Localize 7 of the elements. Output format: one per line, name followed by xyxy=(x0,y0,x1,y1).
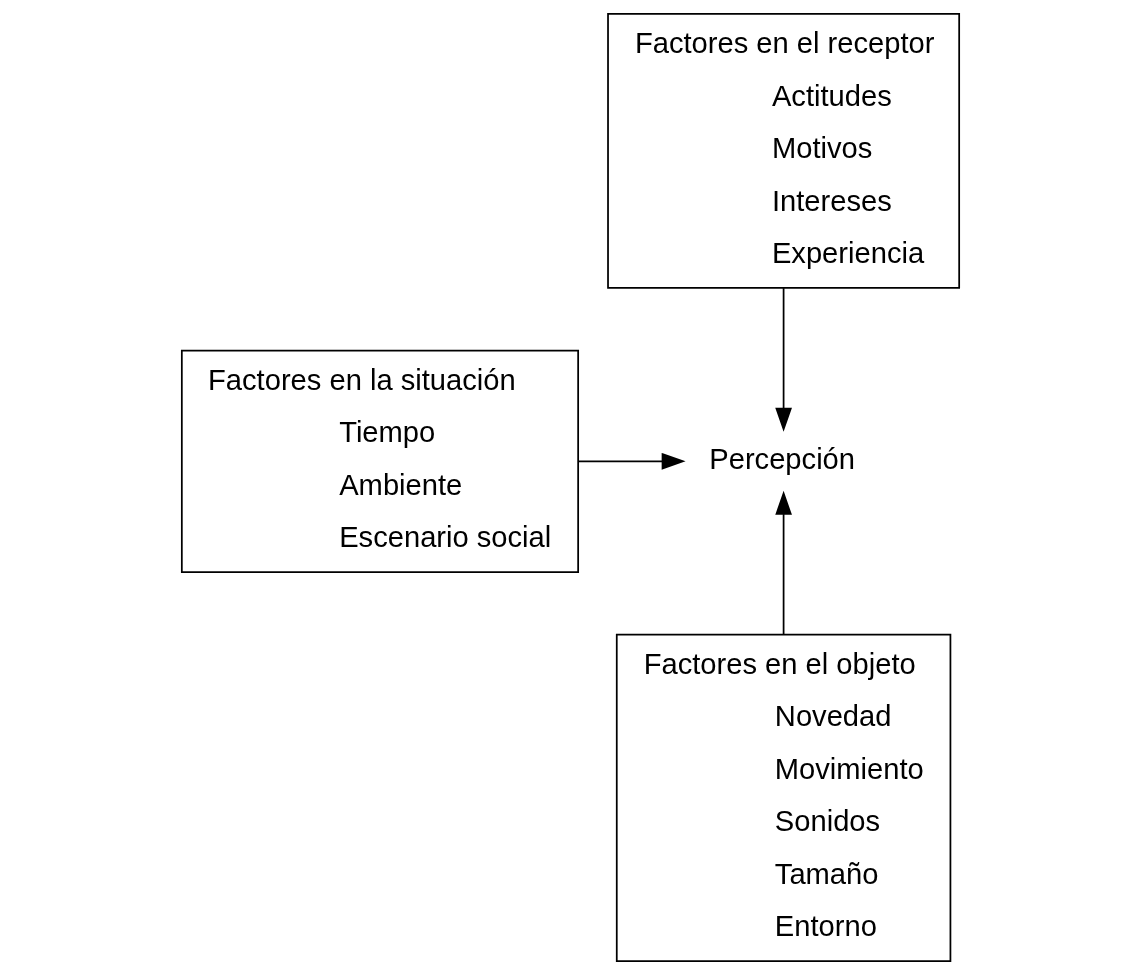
node-box: Factores en el objeto Novedad Movimiento Sonidos Tamaño Entorno xyxy=(615,633,951,962)
node-text: Percepción xyxy=(708,442,855,475)
node-box: Factores en el receptor Actitudes Motivos Intereses Experiencia xyxy=(606,13,960,289)
arrow xyxy=(774,287,792,432)
arrow xyxy=(576,452,686,470)
node-box: Factores en la situación Tiempo Ambiente Escenario social xyxy=(180,349,579,573)
arrow xyxy=(774,490,792,636)
